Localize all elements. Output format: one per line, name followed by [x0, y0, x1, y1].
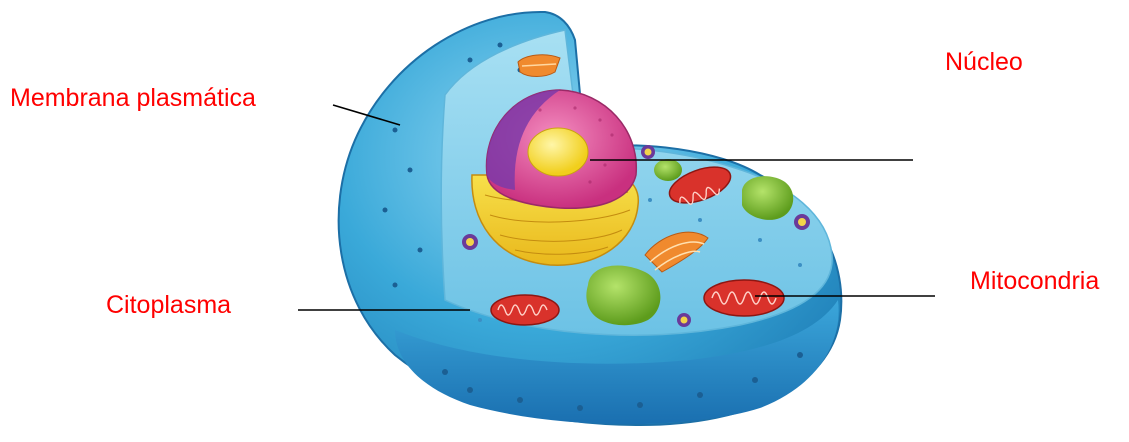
vacuole-right [742, 176, 793, 220]
label-mitocondria: Mitocondria [970, 269, 1099, 294]
label-citoplasma: Citoplasma [106, 293, 231, 318]
nucleolus [528, 128, 588, 176]
mitochondrion-left [491, 295, 559, 325]
golgi-top [518, 55, 560, 77]
label-nucleo: Núcleo [945, 50, 1023, 75]
vacuole-small [654, 159, 682, 181]
mitochondrion-right [704, 280, 784, 316]
label-membrana-plasmatica: Membrana plasmática [10, 86, 256, 111]
